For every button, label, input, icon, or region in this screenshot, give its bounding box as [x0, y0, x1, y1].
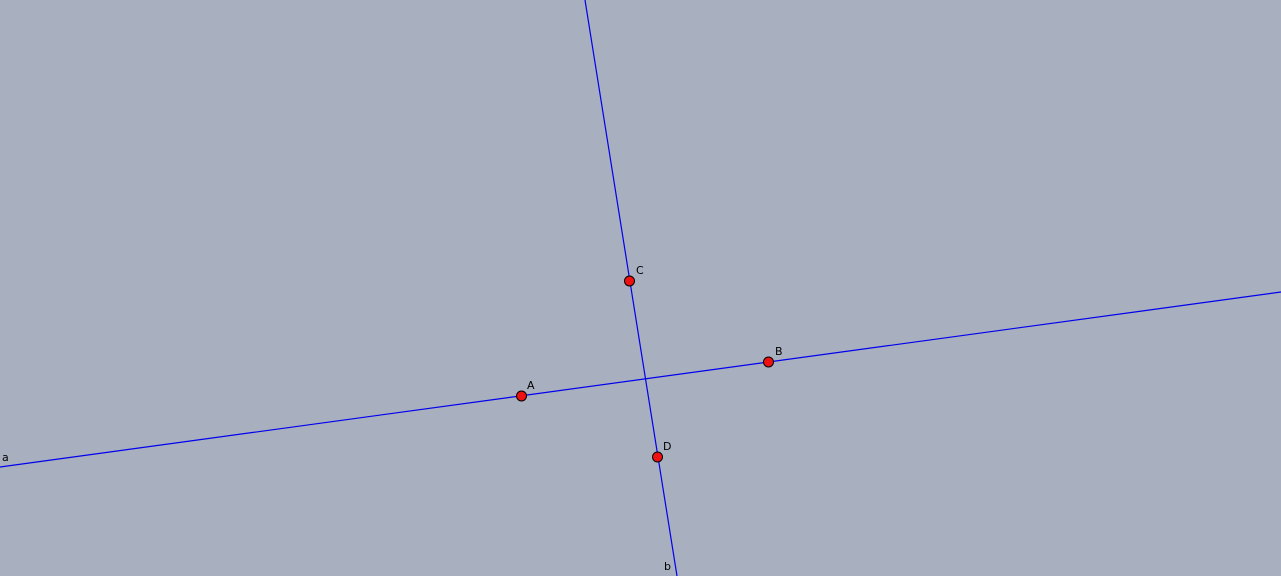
point-a-label: A: [527, 379, 535, 392]
point-c[interactable]: [624, 275, 635, 287]
point-c-label: C: [636, 264, 644, 277]
line-b[interactable]: [584, 0, 678, 576]
line-a[interactable]: [0, 291, 1281, 468]
line-b-label: b: [664, 560, 671, 573]
point-d-label: D: [663, 440, 671, 453]
point-b-label: B: [775, 345, 783, 358]
point-d[interactable]: [652, 451, 663, 463]
line-a-label: a: [2, 451, 9, 464]
point-b[interactable]: [763, 356, 774, 368]
point-a[interactable]: [516, 390, 527, 402]
